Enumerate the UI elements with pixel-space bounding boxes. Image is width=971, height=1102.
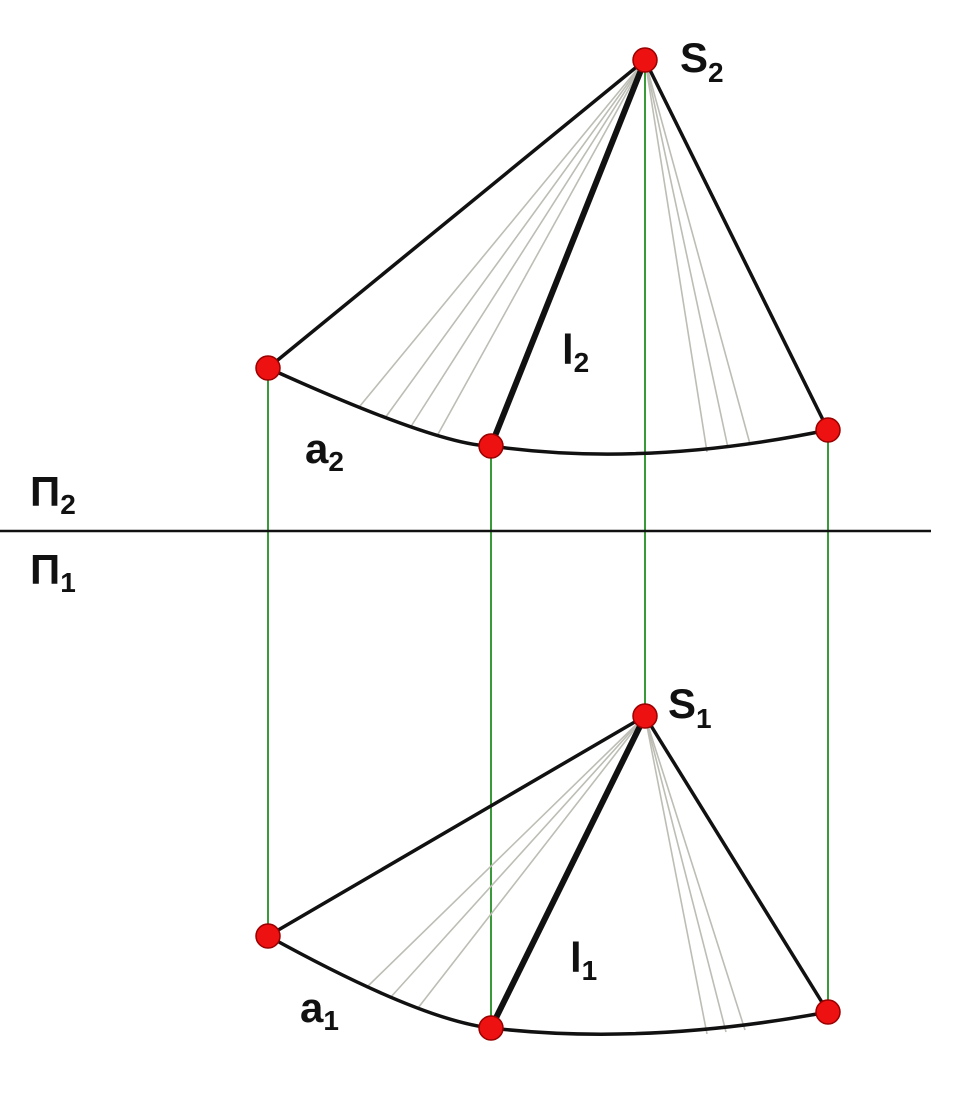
label-s1: S1 (668, 680, 712, 734)
point-a1-right (815, 999, 841, 1025)
point-s1 (632, 703, 658, 729)
label-l1: l1 (570, 934, 597, 986)
point-a2-right (815, 417, 841, 443)
label-s2: S2 (680, 34, 724, 88)
line-l1 (488, 714, 648, 1030)
points (255, 47, 841, 1041)
point-l1-base (478, 1015, 504, 1041)
label-pi2: П2 (30, 468, 76, 520)
point-a1-left (255, 923, 281, 949)
label-a1: a1 (300, 984, 339, 1036)
point-s2 (632, 47, 658, 73)
point-l2-base (478, 433, 504, 459)
generatrix-left-2 (266, 58, 647, 370)
label-l2: l2 (562, 326, 589, 378)
label-a2: a2 (305, 425, 344, 477)
base-curve-a1 (267, 934, 829, 1036)
base-curve-a2 (267, 366, 829, 456)
line-l2 (488, 58, 648, 448)
horizontal-hatch-lines (365, 715, 746, 1035)
generatrix-right-2 (643, 59, 830, 431)
point-a2-left (255, 355, 281, 381)
generatrix-left-1 (267, 714, 646, 938)
frontal-projection (266, 58, 830, 456)
label-pi1: П1 (30, 546, 76, 598)
horizontal-projection (267, 714, 830, 1036)
frontal-hatch-lines (359, 59, 751, 453)
projection-lines (267, 60, 829, 1028)
generatrix-right-1 (643, 715, 830, 1013)
